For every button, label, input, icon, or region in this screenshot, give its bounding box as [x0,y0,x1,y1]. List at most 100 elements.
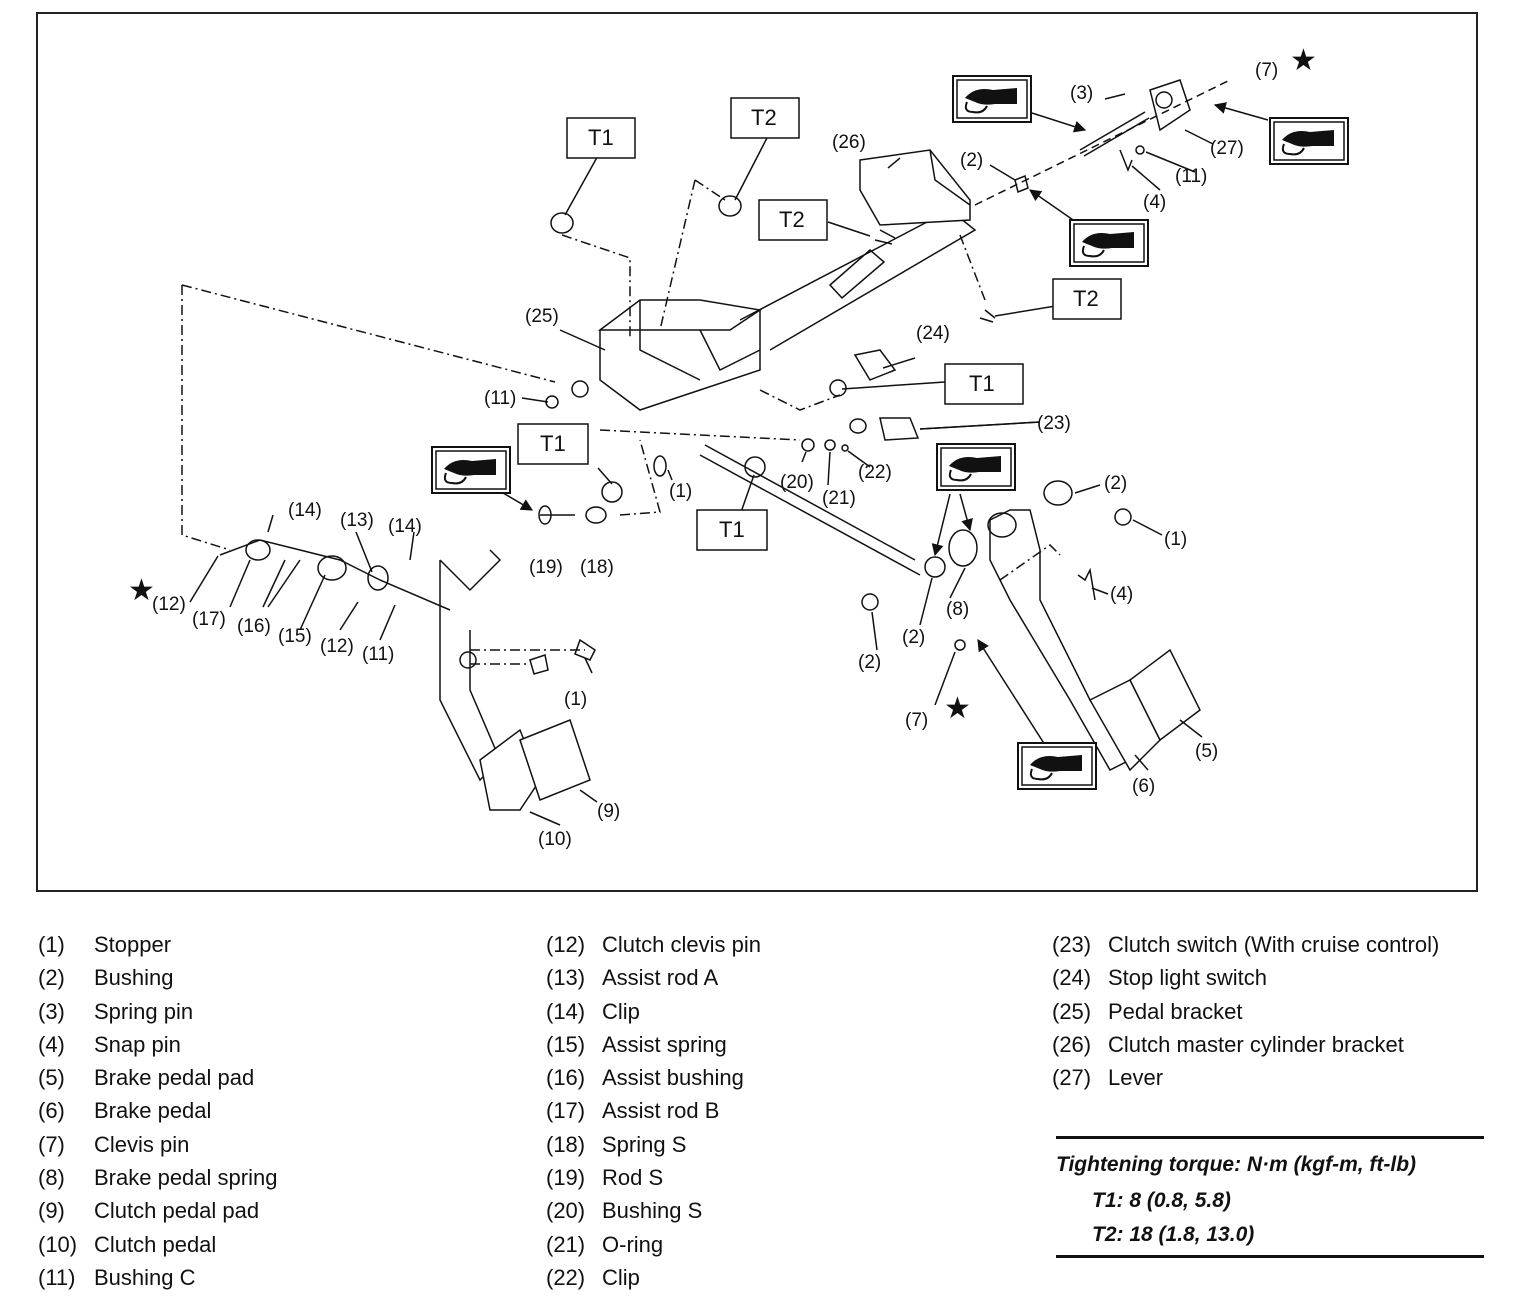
legend-item: (7)Clevis pin [38,1128,277,1161]
callout-label: (23) [1037,413,1071,434]
grease-icon [431,446,511,494]
legend-item: (25)Pedal bracket [1052,995,1472,1028]
star-icon: ★ [944,692,971,725]
legend-text: Bushing S [602,1198,703,1224]
callout-label: (4) [1143,192,1166,213]
callout-label: (11) [1175,166,1207,187]
legend-text: Bushing C [94,1264,196,1290]
callout-label: (15) [278,626,312,647]
callout-label: (19) [529,557,563,578]
callout-label: (2) [858,652,881,673]
legend-number: (16) [546,1065,586,1091]
callout-label: (1) [564,689,587,710]
legend-item: (14)Clip [546,995,761,1028]
callout-label: (6) [1132,776,1155,797]
callout-label: (12) [320,636,354,657]
callout-label: (24) [916,323,950,344]
legend-item: (16) Assist bushing [546,1061,761,1094]
callout-label: (27) [1210,138,1244,159]
grease-icon [936,443,1016,491]
legend-number: (18) [546,1131,586,1157]
legend-item: (12) Clutch clevis pin [546,928,761,961]
legend-text: Assist spring [602,1031,727,1057]
legend-item: (1)Stopper [38,928,277,961]
legend-item: (17) Assist rod B [546,1094,761,1127]
tightening-torque-box: Tightening torque: N·m (kgf-m, ft-lb) T1… [1056,1136,1484,1258]
legend-number: (14) [546,998,586,1024]
callout-label: (11) [362,644,394,665]
diagram-frame [36,12,1478,892]
legend-number: (23) [1052,932,1092,957]
legend-item: (4)Snap pin [38,1028,277,1061]
legend-number: (15) [546,1031,586,1057]
torque-title: Tightening torque: N·m (kgf-m, ft-lb) [1056,1153,1417,1176]
grease-icon [1269,117,1349,165]
legend-number: (26) [1052,1031,1092,1057]
legend-text: Assist rod A [602,965,719,991]
torque-box-t1: T1 [540,431,566,456]
callout-label: (8) [946,599,969,620]
legend-number: (20) [546,1198,586,1224]
callout-label: (1) [1164,529,1187,550]
legend-number: (8) [38,1165,65,1191]
legend-text: Stop light switch [1108,965,1267,991]
legend-text: Clutch clevis pin [602,932,761,957]
legend-number: (17) [546,1098,586,1124]
legend-number: (5) [38,1065,65,1091]
legend-number: (19) [546,1165,586,1191]
legend-number: (1) [38,932,65,957]
callout-label: (16) [237,616,271,637]
legend-number: (22) [546,1264,586,1290]
legend-number: (12) [546,932,586,957]
legend-item: (27)Lever [1052,1061,1472,1094]
legend-item: (5)Brake pedal pad [38,1061,277,1094]
legend-item: (26)Clutch master cylinder bracket [1052,1028,1472,1061]
legend-text: Spring S [602,1131,687,1157]
legend-number: (10) [38,1231,78,1257]
legend-text: Brake pedal spring [94,1165,278,1191]
grease-icon [1017,742,1097,790]
legend-number: (9) [38,1198,65,1224]
torque-box-t2: T2 [751,105,777,130]
legend-item: (11)Bushing C [38,1261,277,1294]
legend-item: (8) Brake pedal spring [38,1161,277,1194]
legend-number: (25) [1052,998,1092,1024]
legend-text: Clutch switch (With cruise control) [1108,932,1440,957]
legend-text: O-ring [602,1231,664,1257]
callout-label: (3) [1070,83,1093,104]
legend-text: Spring pin [94,998,194,1024]
legend-text: Snap pin [94,1031,181,1057]
grease-icon [952,75,1032,123]
star-icon: ★ [1290,44,1317,77]
legend-text: Assist bushing [602,1065,744,1091]
callout-label: (17) [192,609,226,630]
callout-label: (9) [597,801,620,822]
torque-box-t2: T2 [1073,286,1099,311]
callout-label: (25) [525,306,559,327]
legend-number: (7) [38,1131,65,1157]
callout-label: (2) [1104,473,1127,494]
legend-item: (18) Spring S [546,1128,761,1161]
legend-item: (9)Clutch pedal pad [38,1194,277,1227]
legend-text: Rod S [602,1165,664,1191]
legend-text: Brake pedal [94,1098,212,1124]
torque-box-t2: T2 [779,207,805,232]
callout-label: (7) [1255,60,1278,81]
callout-label: (21) [822,488,856,509]
legend-item: (21) O-ring [546,1228,761,1261]
callout-label: (10) [538,829,572,850]
legend-column-2: (12) Clutch clevis pin (13)Assist rod A (… [546,928,761,1294]
legend-item: (13)Assist rod A [546,961,761,994]
legend-number: (3) [38,998,65,1024]
legend-number: (2) [38,965,65,991]
callout-label: (2) [960,150,983,171]
legend-item: (10)Clutch pedal [38,1228,277,1261]
torque-box-t1: T1 [588,125,614,150]
callout-label: (5) [1195,741,1218,762]
legend-item: (15) Assist spring [546,1028,761,1061]
legend-text: Assist rod B [602,1098,720,1124]
legend-item: (20) Bushing S [546,1194,761,1227]
callout-label: (4) [1110,584,1133,605]
torque-box-t1: T1 [969,371,995,396]
legend-number: (21) [546,1231,586,1257]
